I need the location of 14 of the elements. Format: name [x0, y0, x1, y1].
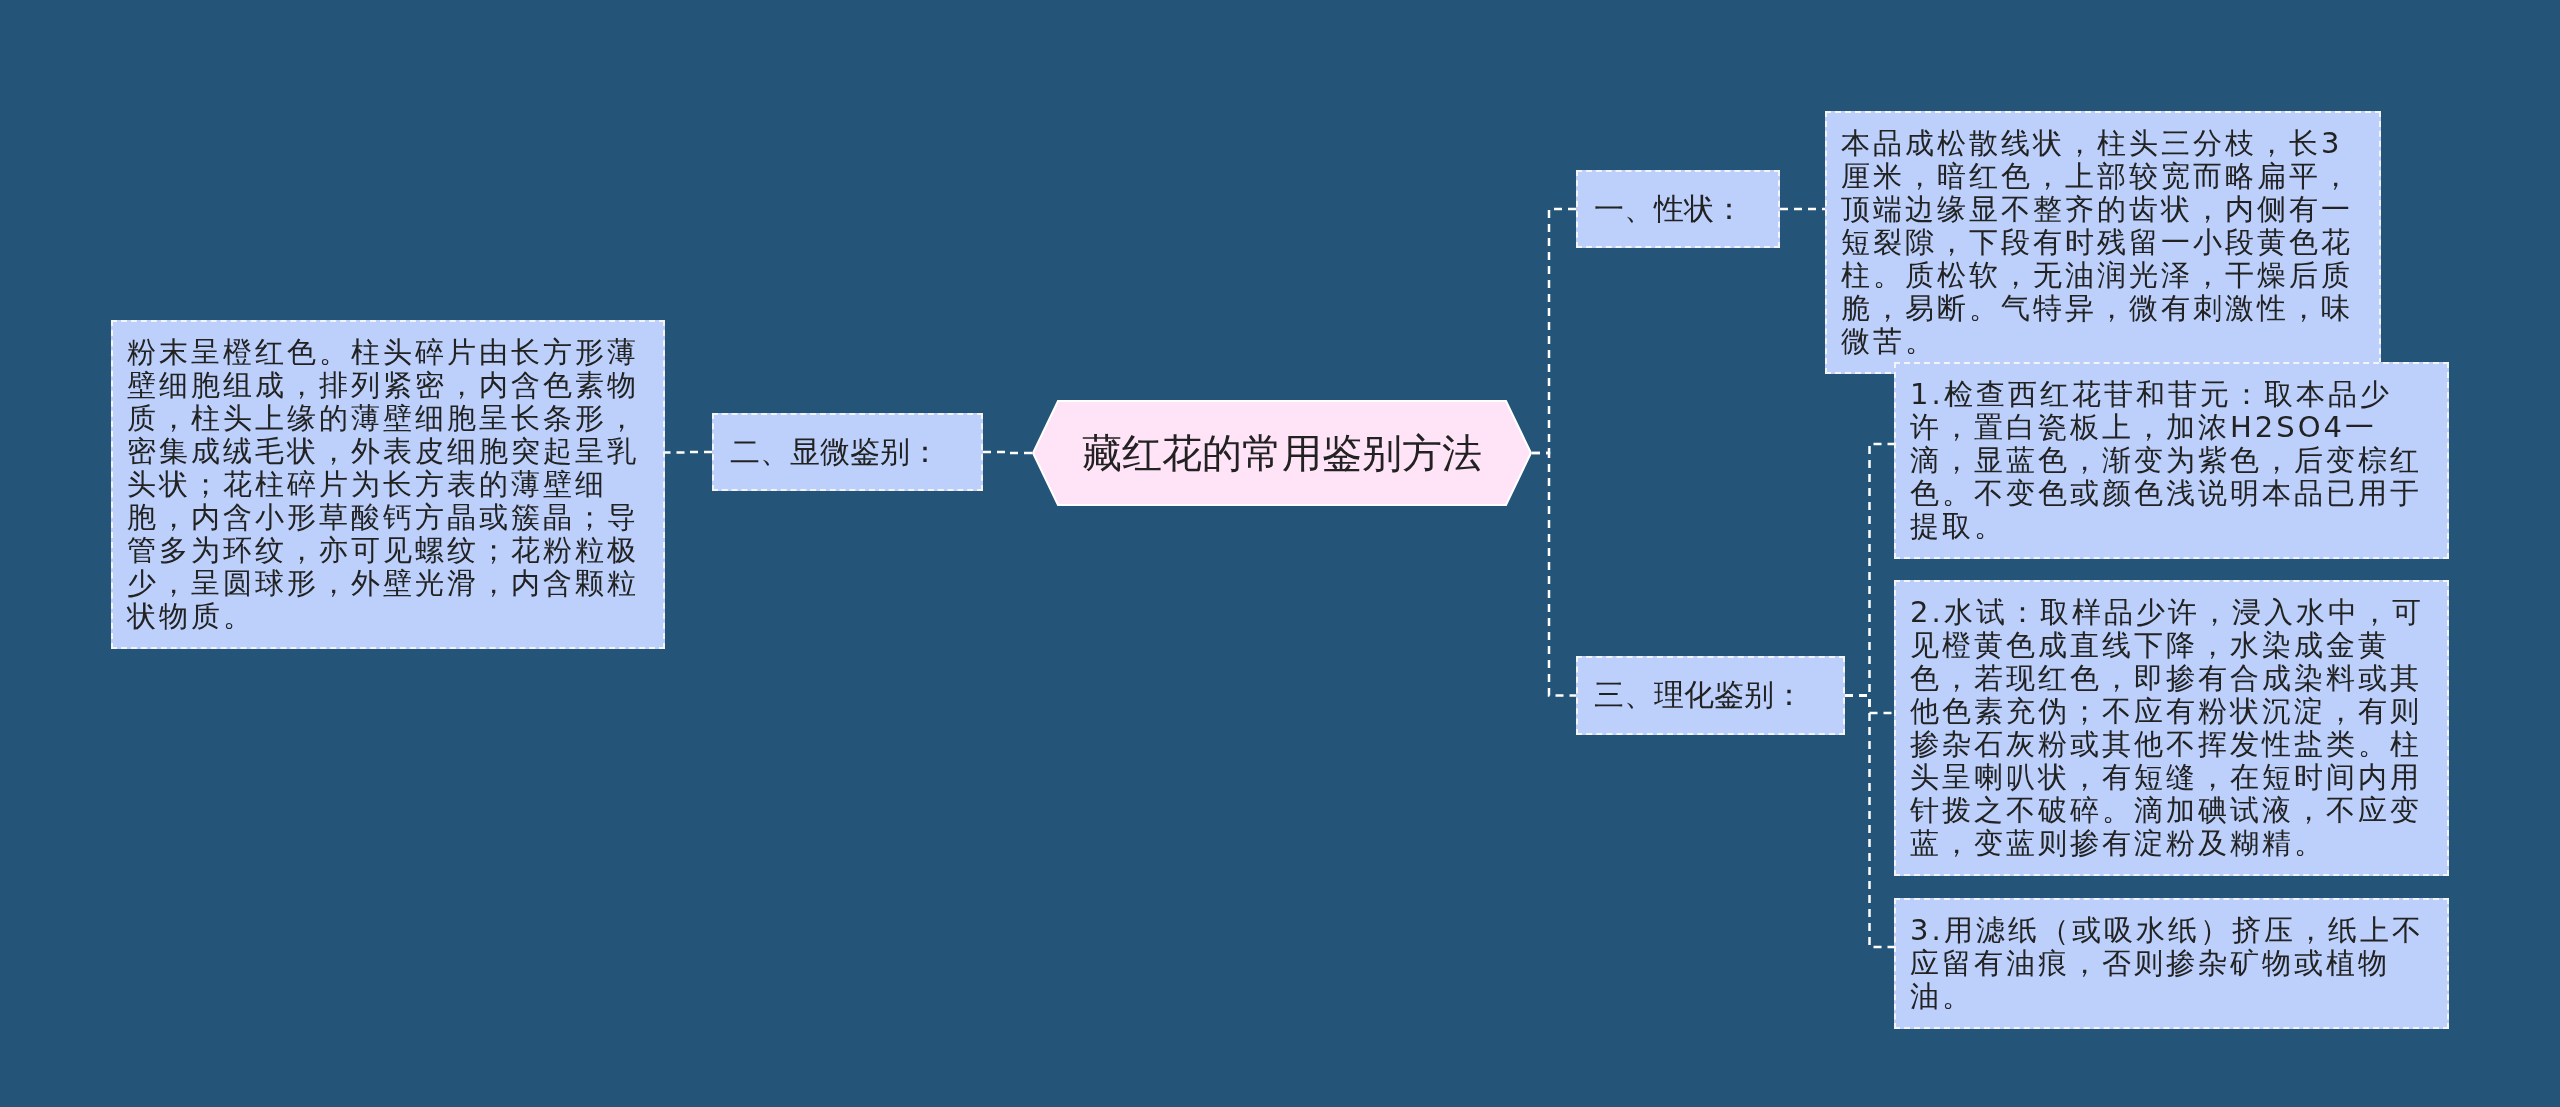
detail-box: 本品成松散线状，柱头三分枝，长3厘米，暗红色，上部较宽而略扁平，顶端边缘显不整齐的齿状，内侧有一短裂隙，下段有时残留一小段黄色花柱。质松软，无油润光泽，干燥后质脆，易断。气特异，微有刺激性，味微苦。 — [1825, 111, 2381, 374]
detail-box: 粉末呈橙红色。柱头碎片由长方形薄壁细胞组成，排列紧密，内含色素物质，柱头上缘的薄壁细胞呈长条形，密集成绒毛状，外表皮细胞突起呈乳头状；花柱碎片为长方表的薄壁细胞，内含小形草酸钙方晶或簇晶；导管多为环纹，亦可见螺纹；花粉粒极少，呈圆球形，外壁光滑，内含颗粒状物质。 — [111, 320, 665, 649]
connector — [665, 450, 712, 454]
branch-box: 一、性状： — [1576, 170, 1780, 248]
connector — [1845, 694, 1894, 949]
branch-box: 三、理化鉴别： — [1576, 656, 1845, 735]
central-topic: 藏红花的常用鉴别方法 — [1032, 400, 1532, 506]
connector — [1532, 451, 1576, 697]
detail-box: 1.检查西红花苷和苷元：取本品少许，置白瓷板上，加浓H2SO4一滴，显蓝色，渐变为紫色，后变棕红色。不变色或颜色浅说明本品已用于提取。 — [1894, 362, 2449, 559]
connector — [983, 450, 1032, 455]
detail-box: 3.用滤纸（或吸水纸）挤压，纸上不应留有油痕，否则掺杂矿物或植物油。 — [1894, 898, 2449, 1029]
branch-box: 二、显微鉴别： — [712, 413, 983, 491]
detail-box: 2.水试：取样品少许，浸入水中，可见橙黄色成直线下降，水染成金黄色，若现红色，即掺有合成染料或其他色素充伪；不应有粉状沉淀，有则掺杂石灰粉或其他不挥发性盐类。柱头呈喇叭状，有短缝，在短时间内用针拨之不破碎。滴加碘试液，不应变蓝，变蓝则掺有淀粉及糊精。 — [1894, 580, 2449, 876]
connector — [1780, 207, 1825, 211]
